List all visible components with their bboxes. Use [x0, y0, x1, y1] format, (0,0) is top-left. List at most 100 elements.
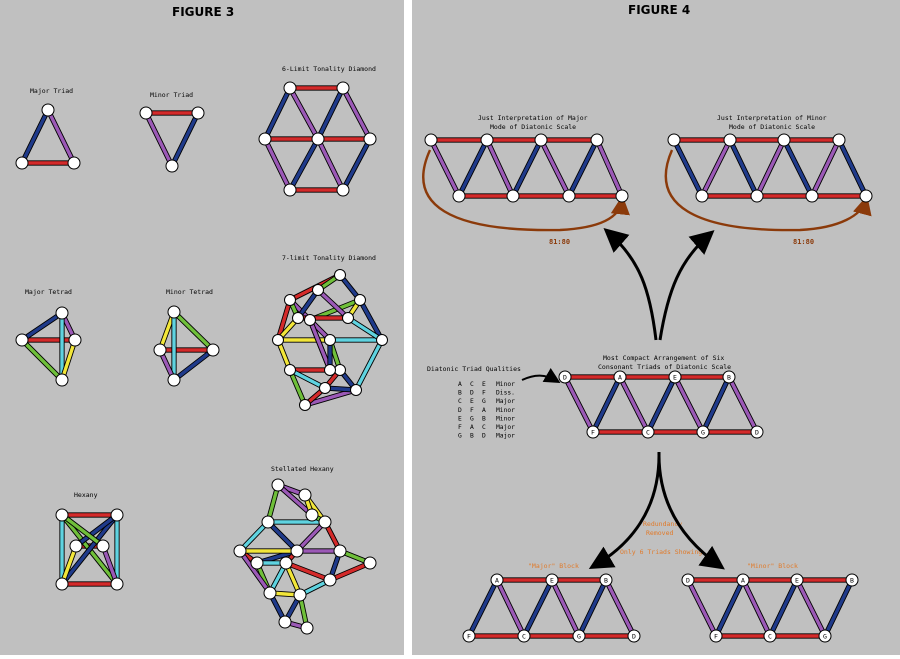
- edge-7limit: [276, 298, 292, 342]
- caption-just-major-2: Mode of Diatonic Scale: [490, 123, 576, 131]
- node-label: G: [577, 632, 581, 640]
- quality-cell: A: [482, 407, 486, 414]
- edge-6limit: [263, 137, 292, 192]
- minor-block-node-top: [790, 573, 804, 587]
- edge-hexany: [60, 544, 78, 586]
- edge-7limit: [288, 368, 307, 407]
- node-label: D: [755, 428, 759, 436]
- stellated-hexany-node: [300, 621, 314, 635]
- hexany-node: [110, 577, 124, 591]
- stellated-hexany-node: [305, 508, 319, 522]
- edge-compact: [563, 375, 595, 434]
- caption-7-limit-diamond: 7-limit Tonality Diamond: [282, 254, 376, 262]
- node-label: G: [701, 428, 705, 436]
- just-minor-node: [777, 133, 791, 147]
- stellated-hexany-node: [323, 573, 337, 587]
- quality-cell: F: [458, 424, 462, 431]
- edge-just-minor: [700, 138, 732, 198]
- just-major-node: [534, 133, 548, 147]
- hexany-node: [55, 577, 69, 591]
- caption-just-major-1: Just Interpretation of Major: [478, 114, 588, 122]
- edge-7limit: [288, 368, 327, 390]
- major-block-node-top: [545, 573, 559, 587]
- hexany-node: [96, 539, 110, 553]
- 7limit-node: [334, 269, 346, 281]
- caption-hexany: Hexany: [74, 491, 98, 499]
- figure3-title: FIGURE 3: [172, 5, 234, 19]
- edge-minor-block: [741, 578, 772, 638]
- major-block-node-bottom: [627, 629, 641, 643]
- minor-tetrad-node: [167, 373, 181, 387]
- node-label: B: [850, 576, 854, 584]
- stellated-hexany-node: [279, 556, 293, 570]
- hexany-node: [110, 508, 124, 522]
- edge-major-block: [577, 578, 608, 638]
- just-minor-node: [667, 133, 681, 147]
- quality-cell: G: [482, 398, 486, 405]
- quality-cell: Major: [496, 424, 515, 431]
- just-minor-node: [723, 133, 737, 147]
- edge-just-minor: [837, 138, 868, 198]
- minor-block-node-bottom: [763, 629, 777, 643]
- edge-6limit: [288, 137, 320, 192]
- compact-node-bottom: [750, 425, 764, 439]
- quality-cell: A: [470, 424, 474, 431]
- quality-cell: E: [458, 415, 462, 422]
- minor-block-node-top: [736, 573, 750, 587]
- edge-just-major: [457, 138, 489, 198]
- edge-major-tetrad: [60, 338, 77, 382]
- just-minor-node: [750, 189, 764, 203]
- major-block-node-bottom: [517, 629, 531, 643]
- minor-block-node-top: [845, 573, 859, 587]
- edge-just-major: [429, 138, 461, 198]
- stellated-hexany-node: [333, 544, 347, 558]
- edge-hexany: [74, 513, 119, 548]
- edge-stellated-hexany: [276, 483, 314, 517]
- stellated-hexany-node: [293, 588, 307, 602]
- major-triad-node: [41, 103, 55, 117]
- edge-compact: [618, 375, 650, 434]
- 7limit-node: [292, 312, 304, 324]
- edge-just-minor: [728, 138, 759, 198]
- quality-cell: G: [458, 433, 462, 440]
- minor-block-node-bottom: [709, 629, 723, 643]
- 6limit-node: [336, 81, 350, 95]
- just-major-node: [590, 133, 604, 147]
- 7limit-node: [312, 284, 324, 296]
- ratio-minor: 81:80: [793, 238, 814, 246]
- minor-tetrad-node: [167, 305, 181, 319]
- edge-6limit: [263, 86, 292, 141]
- edge-major-block: [495, 578, 526, 638]
- edge-just-minor: [672, 138, 704, 198]
- 6limit-node: [258, 132, 272, 146]
- node-label: D: [686, 576, 690, 584]
- edge-6limit: [341, 86, 372, 141]
- quality-cell: Diss.: [496, 390, 515, 397]
- quality-cell: Minor: [496, 407, 515, 414]
- minor-block-node-top: [681, 573, 695, 587]
- node-label: F: [591, 428, 595, 436]
- edge-minor-block: [768, 578, 799, 638]
- node-label: B: [727, 373, 731, 381]
- minor-tetrad-node: [153, 343, 167, 357]
- edge-compact: [701, 375, 731, 434]
- quality-cell: E: [470, 398, 474, 405]
- compact-node-bottom: [641, 425, 655, 439]
- compact-node-top: [558, 370, 572, 384]
- 7limit-node: [354, 294, 366, 306]
- 7limit-node: [342, 312, 354, 324]
- quality-cell: G: [470, 415, 474, 422]
- just-minor-node: [805, 189, 819, 203]
- compact-node-top: [613, 370, 627, 384]
- edge-7limit: [316, 288, 350, 320]
- node-label: D: [632, 632, 636, 640]
- edge-stellated-hexany: [238, 520, 270, 553]
- edge-major-tetrad: [20, 311, 64, 342]
- 7limit-node: [324, 364, 336, 376]
- stellated-hexany-node: [363, 556, 377, 570]
- node-label: F: [714, 632, 718, 640]
- quality-cell: E: [482, 381, 486, 388]
- caption-just-minor-1: Just Interpretation of Minor: [717, 114, 827, 122]
- comma-arc-major: [422, 149, 630, 232]
- caption-major-triad: Major Triad: [30, 87, 73, 95]
